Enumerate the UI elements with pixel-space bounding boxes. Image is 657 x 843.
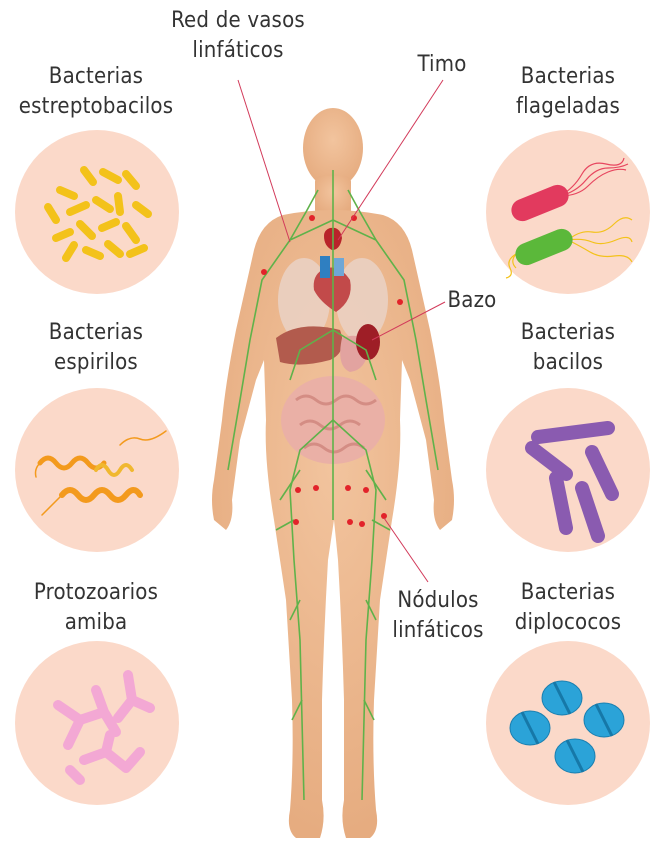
circle-amiba bbox=[15, 641, 179, 805]
label-line: Bacterias bbox=[6, 62, 186, 92]
label-line: linfáticos bbox=[388, 616, 488, 646]
panel-title-bacilos: Bacterias bacilos bbox=[478, 318, 657, 378]
label-line: Timo bbox=[412, 50, 472, 80]
panel-title-diplococos: Bacterias diplococos bbox=[478, 578, 657, 638]
panel-title-amiba: Protozoarios amiba bbox=[6, 578, 186, 638]
panel-title-estreptobacilos: Bacterias estreptobacilos bbox=[6, 62, 186, 122]
circle-estreptobacilos bbox=[15, 130, 179, 294]
label-line: flageladas bbox=[478, 92, 657, 122]
label-nodulos: Nódulos linfáticos bbox=[388, 586, 488, 646]
label-line: Red de vasos bbox=[168, 6, 308, 36]
label-line: linfáticos bbox=[168, 36, 308, 66]
label-line: Bacterias bbox=[478, 62, 657, 92]
label-line: Bacterias bbox=[478, 578, 657, 608]
label-line: estreptobacilos bbox=[6, 92, 186, 122]
label-red-vasos: Red de vasos linfáticos bbox=[168, 6, 308, 66]
label-line: espirilos bbox=[6, 348, 186, 378]
label-bazo: Bazo bbox=[444, 286, 500, 316]
label-timo: Timo bbox=[412, 50, 472, 80]
panel-title-flageladas: Bacterias flageladas bbox=[478, 62, 657, 122]
label-line: Bazo bbox=[444, 286, 500, 316]
label-line: diplococos bbox=[478, 608, 657, 638]
label-line: Nódulos bbox=[388, 586, 488, 616]
label-line: Protozoarios bbox=[6, 578, 186, 608]
label-line: bacilos bbox=[478, 348, 657, 378]
label-line: Bacterias bbox=[478, 318, 657, 348]
label-line: Bacterias bbox=[6, 318, 186, 348]
label-line: amiba bbox=[6, 608, 186, 638]
panel-title-espirilos: Bacterias espirilos bbox=[6, 318, 186, 378]
